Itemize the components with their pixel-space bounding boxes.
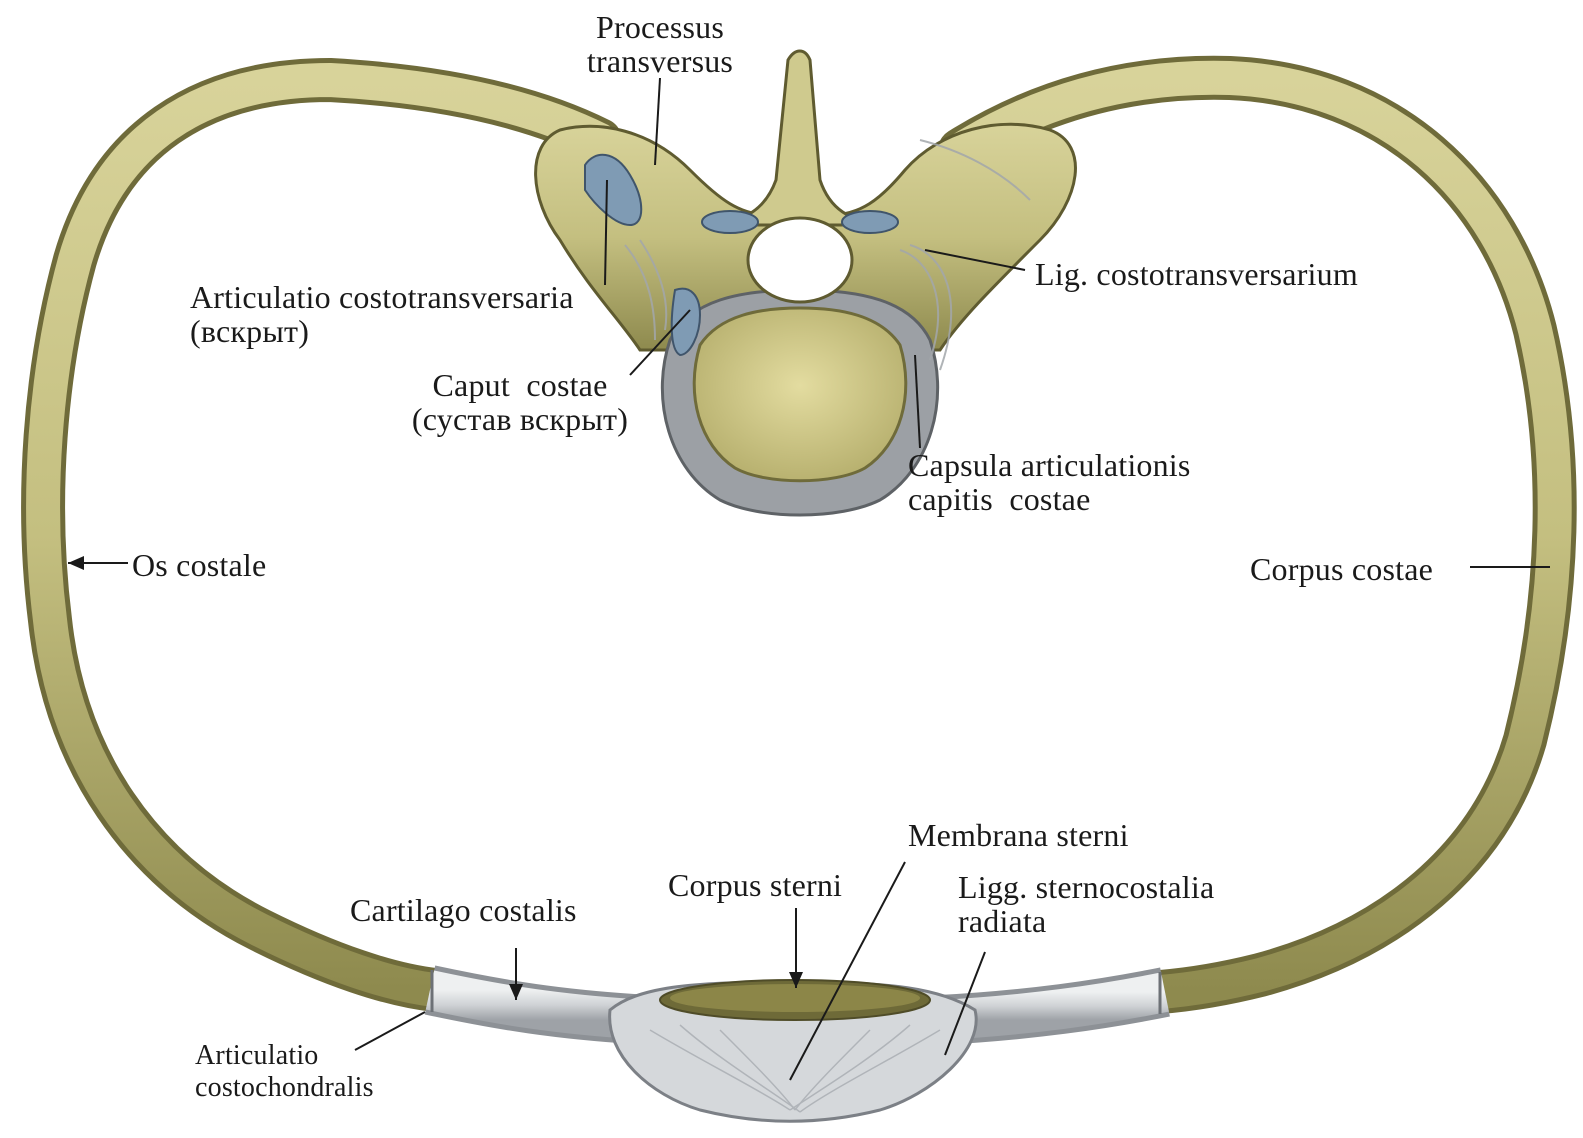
label-line: (вскрыт) [190, 314, 574, 348]
label-line: Capsula articulationis [908, 448, 1191, 482]
arrowheads [68, 556, 803, 1000]
label-line: Processus [560, 10, 760, 44]
label-line: radiata [958, 904, 1214, 938]
label-articulatio-costotransversaria: Articulatio costotransversaria (вскрыт) [190, 280, 574, 348]
label-corpus-costae: Corpus costae [1250, 552, 1433, 586]
label-caput-costae: Caput costae (сустав вскрыт) [390, 368, 650, 436]
label-corpus-sterni: Corpus sterni [668, 868, 842, 902]
label-line: transversus [560, 44, 760, 78]
label-line: capitis costae [908, 482, 1191, 516]
sternum [610, 980, 977, 1121]
label-line: Ligg. sternocostalia [958, 870, 1214, 904]
label-os-costale: Os costale [132, 548, 266, 582]
label-line: Caput costae [390, 368, 650, 402]
label-articulatio-costochondralis: Articulatio costochondralis [195, 1040, 374, 1104]
label-line: costochondralis [195, 1072, 374, 1104]
label-line: Articulatio [195, 1040, 374, 1072]
label-capsula-articulationis: Capsula articulationis capitis costae [908, 448, 1191, 516]
label-processus-transversus: Processus transversus [560, 10, 760, 78]
label-ligg-sternocostalia: Ligg. sternocostalia radiata [958, 870, 1214, 938]
left-rib [43, 80, 600, 990]
label-line: Articulatio costotransversaria [190, 280, 574, 314]
label-membrana-sterni: Membrana sterni [908, 818, 1129, 852]
label-cartilago-costalis: Cartilago costalis [350, 893, 577, 927]
label-lig-costotransversarium: Lig. costotransversarium [1035, 257, 1358, 291]
label-line: (сустав вскрыт) [390, 402, 650, 436]
